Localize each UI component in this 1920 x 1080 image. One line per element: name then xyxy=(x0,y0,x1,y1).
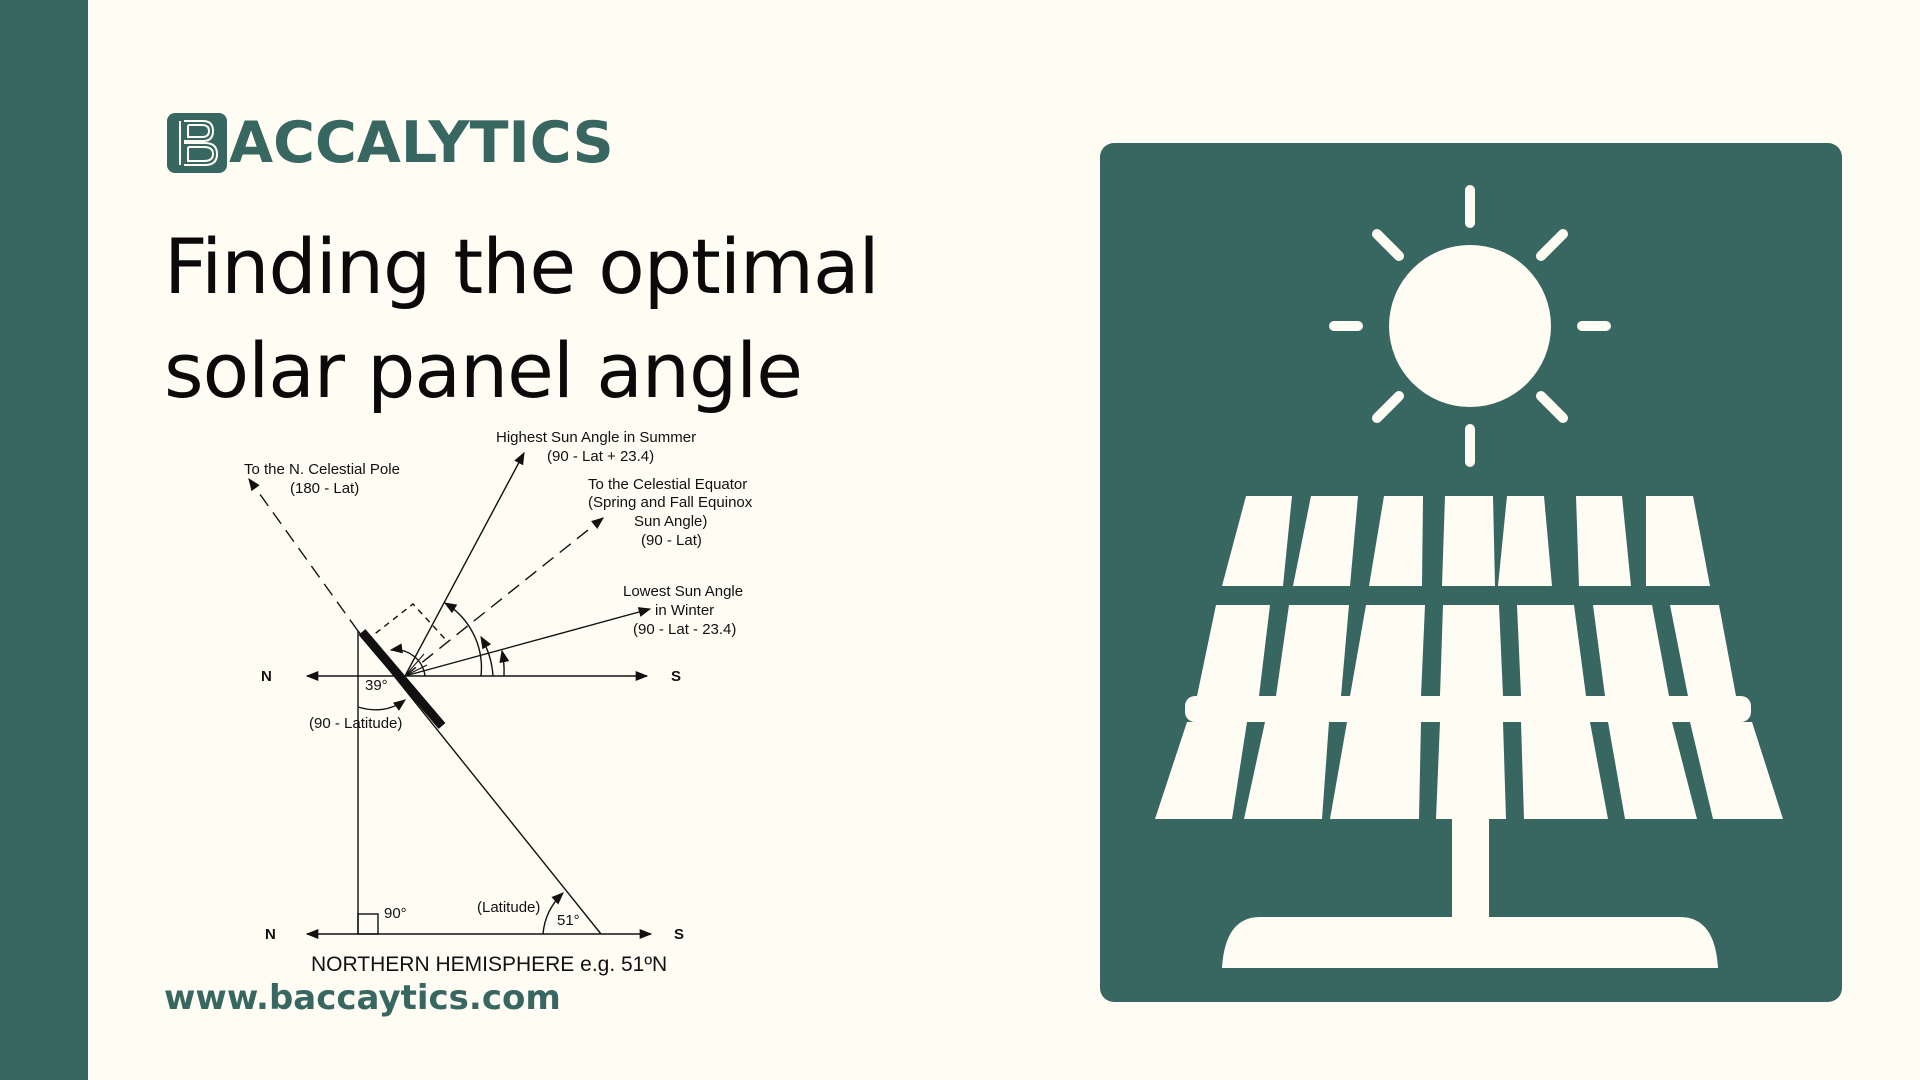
logo-b-icon xyxy=(167,113,227,173)
label-latitude: (Latitude) xyxy=(477,899,540,916)
page-title: Finding the optimal solar panel angle xyxy=(164,215,880,423)
solar-illustration-card xyxy=(1100,143,1842,1002)
sun-icon xyxy=(1389,245,1551,407)
label-equator-1: To the Celestial Equator xyxy=(588,476,747,493)
label-summer-formula: (90 - Lat + 23.4) xyxy=(547,448,654,465)
label-equator-2: (Spring and Fall Equinox xyxy=(588,494,753,511)
solar-panel-with-sun-icon xyxy=(1155,185,1783,968)
label-winter-2: in Winter xyxy=(655,602,714,619)
label-90-minus-latitude: (90 - Latitude) xyxy=(309,715,402,732)
label-equator-formula: (90 - Lat) xyxy=(641,532,702,549)
brand-logo: ACCALYTICS xyxy=(167,113,614,173)
sidebar-accent-bar xyxy=(0,0,88,1080)
label-summer: Highest Sun Angle in Summer xyxy=(496,429,696,446)
label-angle-39: 39° xyxy=(365,677,388,694)
label-north-lower: N xyxy=(265,926,276,943)
title-line-2: solar panel angle xyxy=(164,326,803,415)
label-north-upper: N xyxy=(261,668,272,685)
solar-panel-bar xyxy=(358,629,446,729)
label-south-lower: S xyxy=(674,926,684,943)
label-angle-90: 90° xyxy=(384,905,407,922)
label-celestial-pole-formula: (180 - Lat) xyxy=(290,480,359,497)
website-url[interactable]: www.baccaytics.com xyxy=(164,978,561,1018)
brand-name: ACCALYTICS xyxy=(229,110,614,176)
label-winter-formula: (90 - Lat - 23.4) xyxy=(633,621,736,638)
title-line-1: Finding the optimal xyxy=(164,222,880,311)
label-south-upper: S xyxy=(671,668,681,685)
label-equator-3: Sun Angle) xyxy=(634,513,707,530)
label-celestial-pole: To the N. Celestial Pole xyxy=(244,461,400,478)
label-angle-51: 51° xyxy=(557,912,580,929)
label-winter-1: Lowest Sun Angle xyxy=(623,583,743,600)
diagram-caption: NORTHERN HEMISPHERE e.g. 51ºN xyxy=(311,953,667,976)
